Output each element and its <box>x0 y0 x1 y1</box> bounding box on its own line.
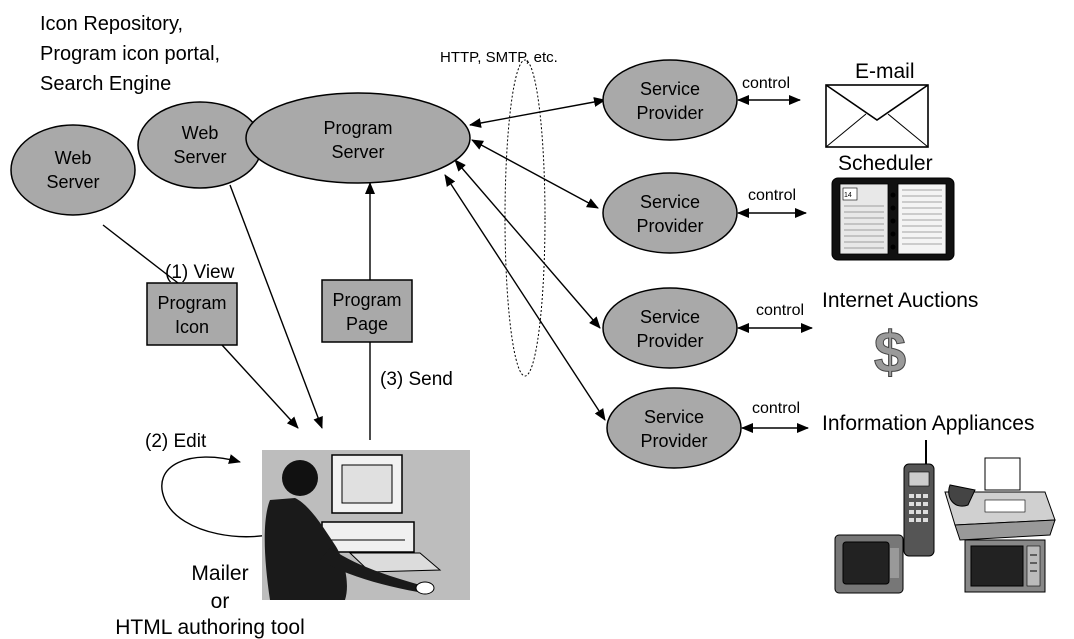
service-provider-node-4: Service Provider <box>606 387 742 469</box>
service-provider-4-line-2: Provider <box>640 431 707 451</box>
program-server-line-2: Server <box>331 142 384 162</box>
program-icon-node: Program Icon <box>146 282 238 346</box>
arrow-webserver2-to-user <box>229 184 323 429</box>
protocol-label: HTTP, SMTP, etc. <box>440 49 558 66</box>
arrow-server-sp4 <box>444 174 606 421</box>
svg-text:$: $ <box>874 320 906 385</box>
service-scheduler-label: Scheduler <box>838 152 933 175</box>
svg-text:14: 14 <box>844 192 852 199</box>
service-provider-2-line-2: Provider <box>636 216 703 236</box>
web-server-2-line-2: Server <box>173 147 226 167</box>
header-line-1: Icon Repository, <box>40 13 183 35</box>
arrow-server-sp2 <box>471 139 599 209</box>
line-webserver1-icon <box>102 224 179 284</box>
fax-icon <box>944 457 1056 541</box>
control-label-1: control <box>742 75 790 92</box>
user-computer-icon <box>262 450 470 600</box>
control-label-4: control <box>752 400 800 417</box>
service-provider-1-line-2: Provider <box>636 103 703 123</box>
edit-loop-arrow <box>161 454 286 538</box>
header-line-2: Program icon portal, <box>40 43 220 65</box>
header-label: Icon Repository, Program icon portal, Se… <box>40 13 220 95</box>
service-provider-1-line-1: Service <box>640 79 700 99</box>
service-email-label: E-mail <box>855 60 915 83</box>
dollar-sign-icon: $ <box>873 320 906 386</box>
step-view-label: (1) View <box>165 262 235 283</box>
program-icon-line-1: Program <box>157 293 226 313</box>
service-provider-node-3: Service Provider <box>602 287 738 369</box>
client-line-1: Mailer <box>191 562 248 585</box>
service-appliances-label: Information Appliances <box>822 412 1034 435</box>
program-page-line-1: Program <box>332 290 401 310</box>
service-provider-3-line-2: Provider <box>636 331 703 351</box>
step-send-label: (3) Send <box>380 369 453 390</box>
web-server-2-line-1: Web <box>182 123 219 143</box>
step-edit-label: (2) Edit <box>145 431 207 452</box>
arrow-server-sp1 <box>469 97 606 128</box>
web-server-node-2: Web Server <box>137 101 263 189</box>
control-label-3: control <box>756 302 804 319</box>
scheduler-book-icon: 14 <box>831 177 955 261</box>
program-icon-line-2: Icon <box>175 317 209 337</box>
program-page-line-2: Page <box>346 314 388 334</box>
service-provider-node-2: Service Provider <box>602 172 738 254</box>
service-provider-4-line-1: Service <box>644 407 704 427</box>
arrow-server-sp3 <box>454 159 601 329</box>
microwave-icon <box>964 539 1046 593</box>
envelope-icon <box>825 84 929 148</box>
phone-icon <box>903 440 935 557</box>
program-page-node: Program Page <box>321 279 413 343</box>
service-provider-3-line-1: Service <box>640 307 700 327</box>
web-server-1-line-1: Web <box>55 148 92 168</box>
control-label-2: control <box>748 187 796 204</box>
program-server-node: Program Server <box>245 92 471 184</box>
web-server-node-1: Web Server <box>10 124 136 216</box>
service-auctions-label: Internet Auctions <box>822 289 978 312</box>
protocol-boundary <box>504 59 546 377</box>
service-provider-2-line-1: Service <box>640 192 700 212</box>
client-line-2: or <box>211 590 230 613</box>
tv-icon <box>834 534 904 594</box>
service-provider-node-1: Service Provider <box>602 59 738 141</box>
client-line-3: HTML authoring tool <box>115 616 304 639</box>
web-server-1-line-2: Server <box>46 172 99 192</box>
program-server-line-1: Program <box>323 118 392 138</box>
header-line-3: Search Engine <box>40 73 171 95</box>
arrow-icon-to-user <box>221 344 299 429</box>
